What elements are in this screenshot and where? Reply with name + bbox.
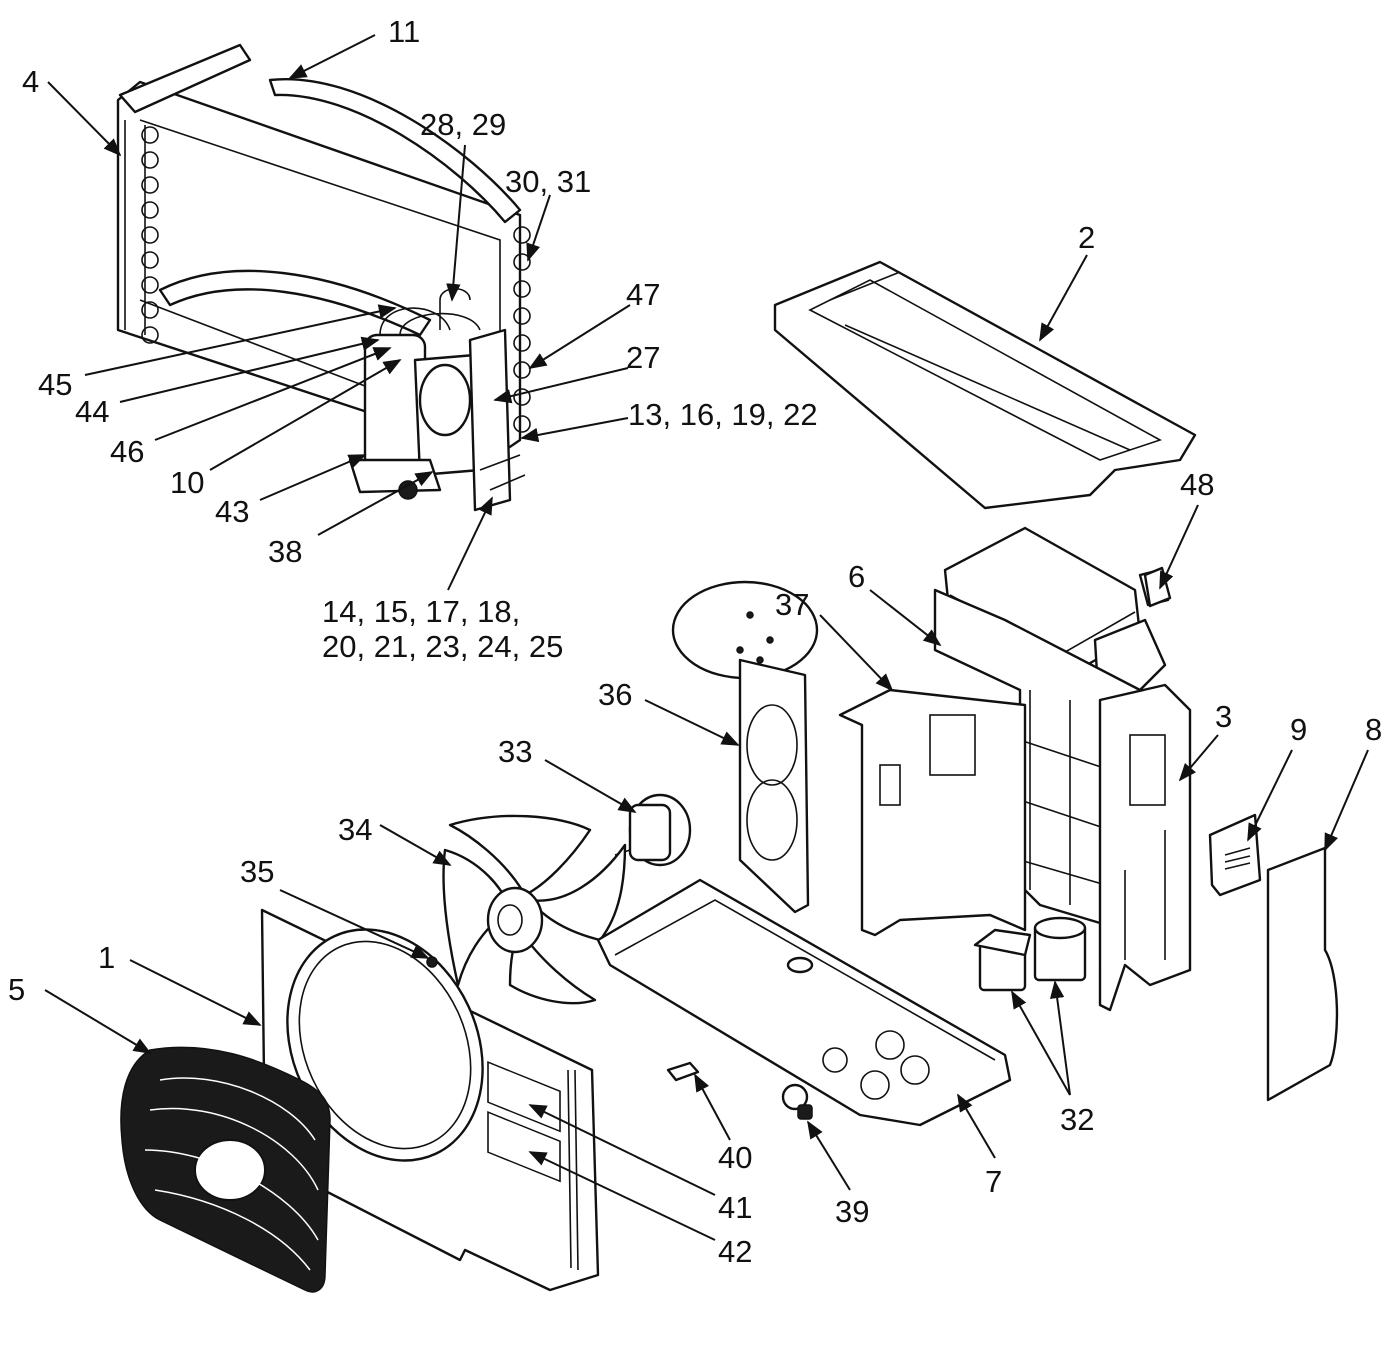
label-5: 5 [8, 972, 25, 1007]
label-9: 9 [1290, 712, 1307, 747]
drain-socket-39 [781, 1083, 813, 1120]
fan-motor [614, 793, 692, 867]
label-14-group-line2: 20, 21, 23, 24, 25 [322, 629, 563, 664]
label-11: 11 [388, 14, 420, 49]
drain-cap-40 [666, 1061, 700, 1082]
label-32: 32 [1060, 1102, 1094, 1137]
screw-35 [426, 956, 438, 968]
label-46: 46 [110, 434, 144, 469]
label-27: 27 [626, 340, 660, 375]
label-43: 43 [215, 494, 249, 529]
service-cover-9 [1208, 813, 1262, 897]
label-42: 42 [718, 1234, 752, 1269]
label-30-31: 30, 31 [505, 164, 591, 199]
label-13-16-19-22: 13, 16, 19, 22 [628, 397, 818, 432]
label-2: 2 [1078, 220, 1095, 255]
compressor-assembly [348, 287, 526, 512]
label-7: 7 [985, 1164, 1002, 1199]
label-3: 3 [1215, 699, 1232, 734]
label-44: 44 [75, 394, 109, 429]
fan-guard [120, 1046, 331, 1293]
partition-plate [838, 688, 1027, 937]
label-48: 48 [1180, 467, 1214, 502]
label-35: 35 [240, 854, 274, 889]
label-1: 1 [98, 940, 115, 975]
label-40: 40 [718, 1140, 752, 1175]
reactors [973, 916, 1087, 992]
label-41: 41 [718, 1190, 752, 1225]
side-panel [1098, 683, 1192, 1012]
top-panel [773, 260, 1197, 510]
label-6: 6 [848, 559, 865, 594]
label-10: 10 [170, 465, 204, 500]
leader-lines [44, 34, 1369, 1241]
propeller-fan [442, 814, 627, 1005]
label-28-29: 28, 29 [420, 107, 506, 142]
label-8: 8 [1365, 712, 1382, 747]
side-cover-8 [1266, 846, 1339, 1102]
label-36: 36 [598, 677, 632, 712]
label-33: 33 [498, 734, 532, 769]
coil-fins-left [124, 120, 159, 344]
label-34: 34 [338, 812, 372, 847]
coil-fins-right [513, 226, 531, 433]
label-47: 47 [626, 277, 660, 312]
label-39: 39 [835, 1194, 869, 1229]
label-37: 37 [775, 587, 809, 622]
label-14-group-line1: 14, 15, 17, 18, [322, 594, 520, 629]
rear-guard [933, 588, 1142, 937]
label-45: 45 [38, 367, 72, 402]
label-4: 4 [22, 64, 39, 99]
motor-support [671, 580, 819, 914]
label-38: 38 [268, 534, 302, 569]
part-labels: 4 11 28, 29 30, 31 2 47 45 27 44 13, 16,… [8, 14, 1382, 1269]
